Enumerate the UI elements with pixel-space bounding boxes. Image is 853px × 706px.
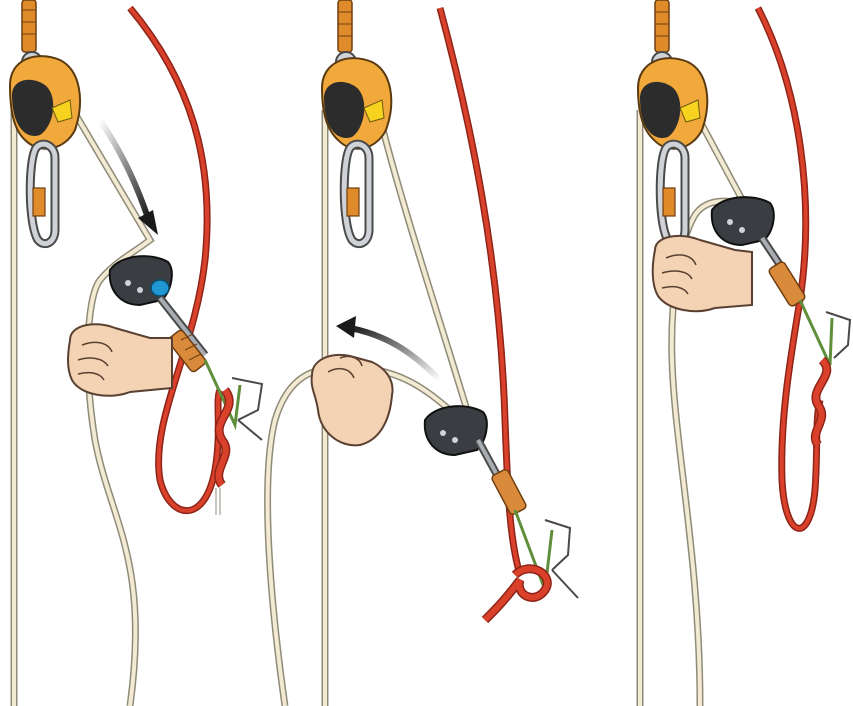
carabiner-icon: [344, 144, 369, 243]
pulley-icon: [638, 52, 707, 149]
sling: [491, 468, 528, 515]
hand-icon: [653, 236, 752, 311]
panel-3: [638, 0, 850, 706]
carabiner-icon: [660, 144, 685, 243]
panel-1: [10, 0, 262, 706]
anchor-sling: [338, 0, 352, 52]
pulley-icon: [10, 52, 80, 149]
anchor-sling: [22, 0, 36, 52]
knot-icon: [815, 360, 826, 445]
green-cord: [800, 300, 832, 365]
carabiner-icon: [30, 144, 55, 243]
hand-icon: [68, 324, 172, 396]
anchor-sling: [655, 0, 669, 52]
motion-arrow-icon: [100, 120, 158, 235]
knot-icon: [485, 569, 547, 620]
pulley-icon: [322, 52, 391, 149]
panel-2: [268, 0, 578, 706]
